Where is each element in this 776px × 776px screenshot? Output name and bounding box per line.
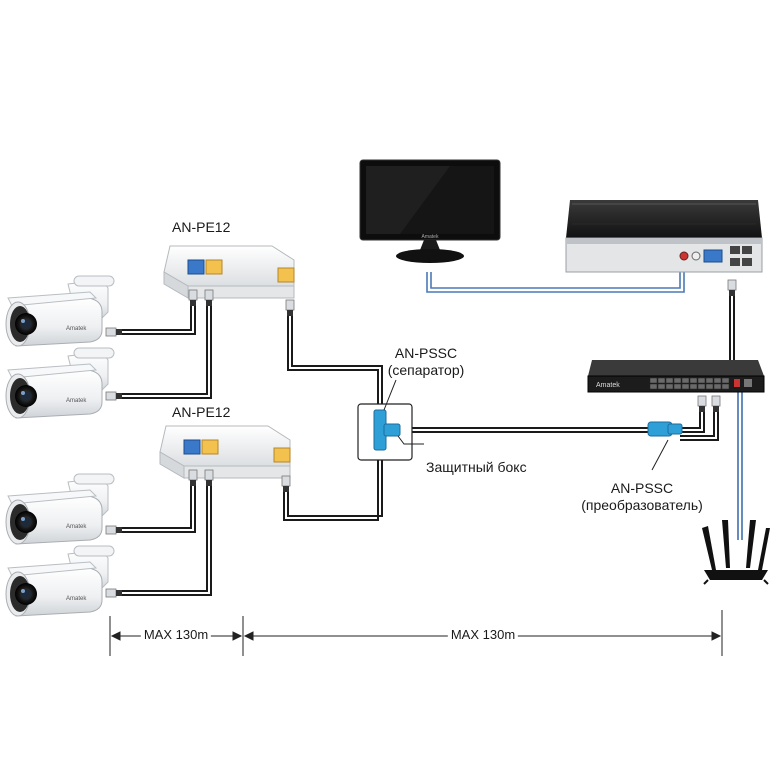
camera-brand: Amatek — [66, 326, 87, 332]
label-converter-name: AN-PSSC — [610, 480, 674, 496]
switch-brand: Amatek — [596, 382, 620, 389]
converter-adapter — [647, 421, 683, 437]
separator-adapter — [373, 409, 401, 451]
label-injector-bottom: AN-PE12 — [172, 404, 231, 420]
camera-brand: Amatek — [66, 398, 87, 404]
monitor: Amatek — [359, 159, 501, 263]
camera-brand: Amatek — [66, 524, 87, 530]
camera-1: Amatek — [5, 275, 115, 347]
label-protection-box: Защитный бокс — [426, 459, 527, 475]
hdmi-cable — [426, 272, 685, 293]
switch-plugs — [697, 395, 721, 413]
nvr-recorder — [565, 200, 763, 273]
camera-4: Amatek — [5, 545, 115, 617]
label-separator-name: AN-PSSC — [394, 345, 458, 361]
camera-brand: Amatek — [66, 596, 87, 602]
label-max-distance-right: MAX 130m — [447, 627, 519, 642]
label-separator-desc: (сепаратор) — [387, 362, 465, 378]
label-max-distance-left: MAX 130m — [140, 627, 212, 642]
label-injector-top: AN-PE12 — [172, 219, 231, 235]
monitor-brand: Amatek — [422, 234, 439, 240]
poe-switch: Amatek — [587, 360, 765, 393]
wifi-router — [702, 520, 770, 585]
camera-3: Amatek — [5, 473, 115, 545]
label-converter-desc: (преобразователь) — [581, 497, 703, 513]
ethernet-cables — [120, 290, 735, 596]
camera-2: Amatek — [5, 347, 115, 419]
nvr-plug — [727, 279, 737, 297]
poe-injector-bottom — [159, 425, 291, 479]
router-cables — [737, 392, 743, 540]
poe-injector-top — [163, 245, 295, 299]
